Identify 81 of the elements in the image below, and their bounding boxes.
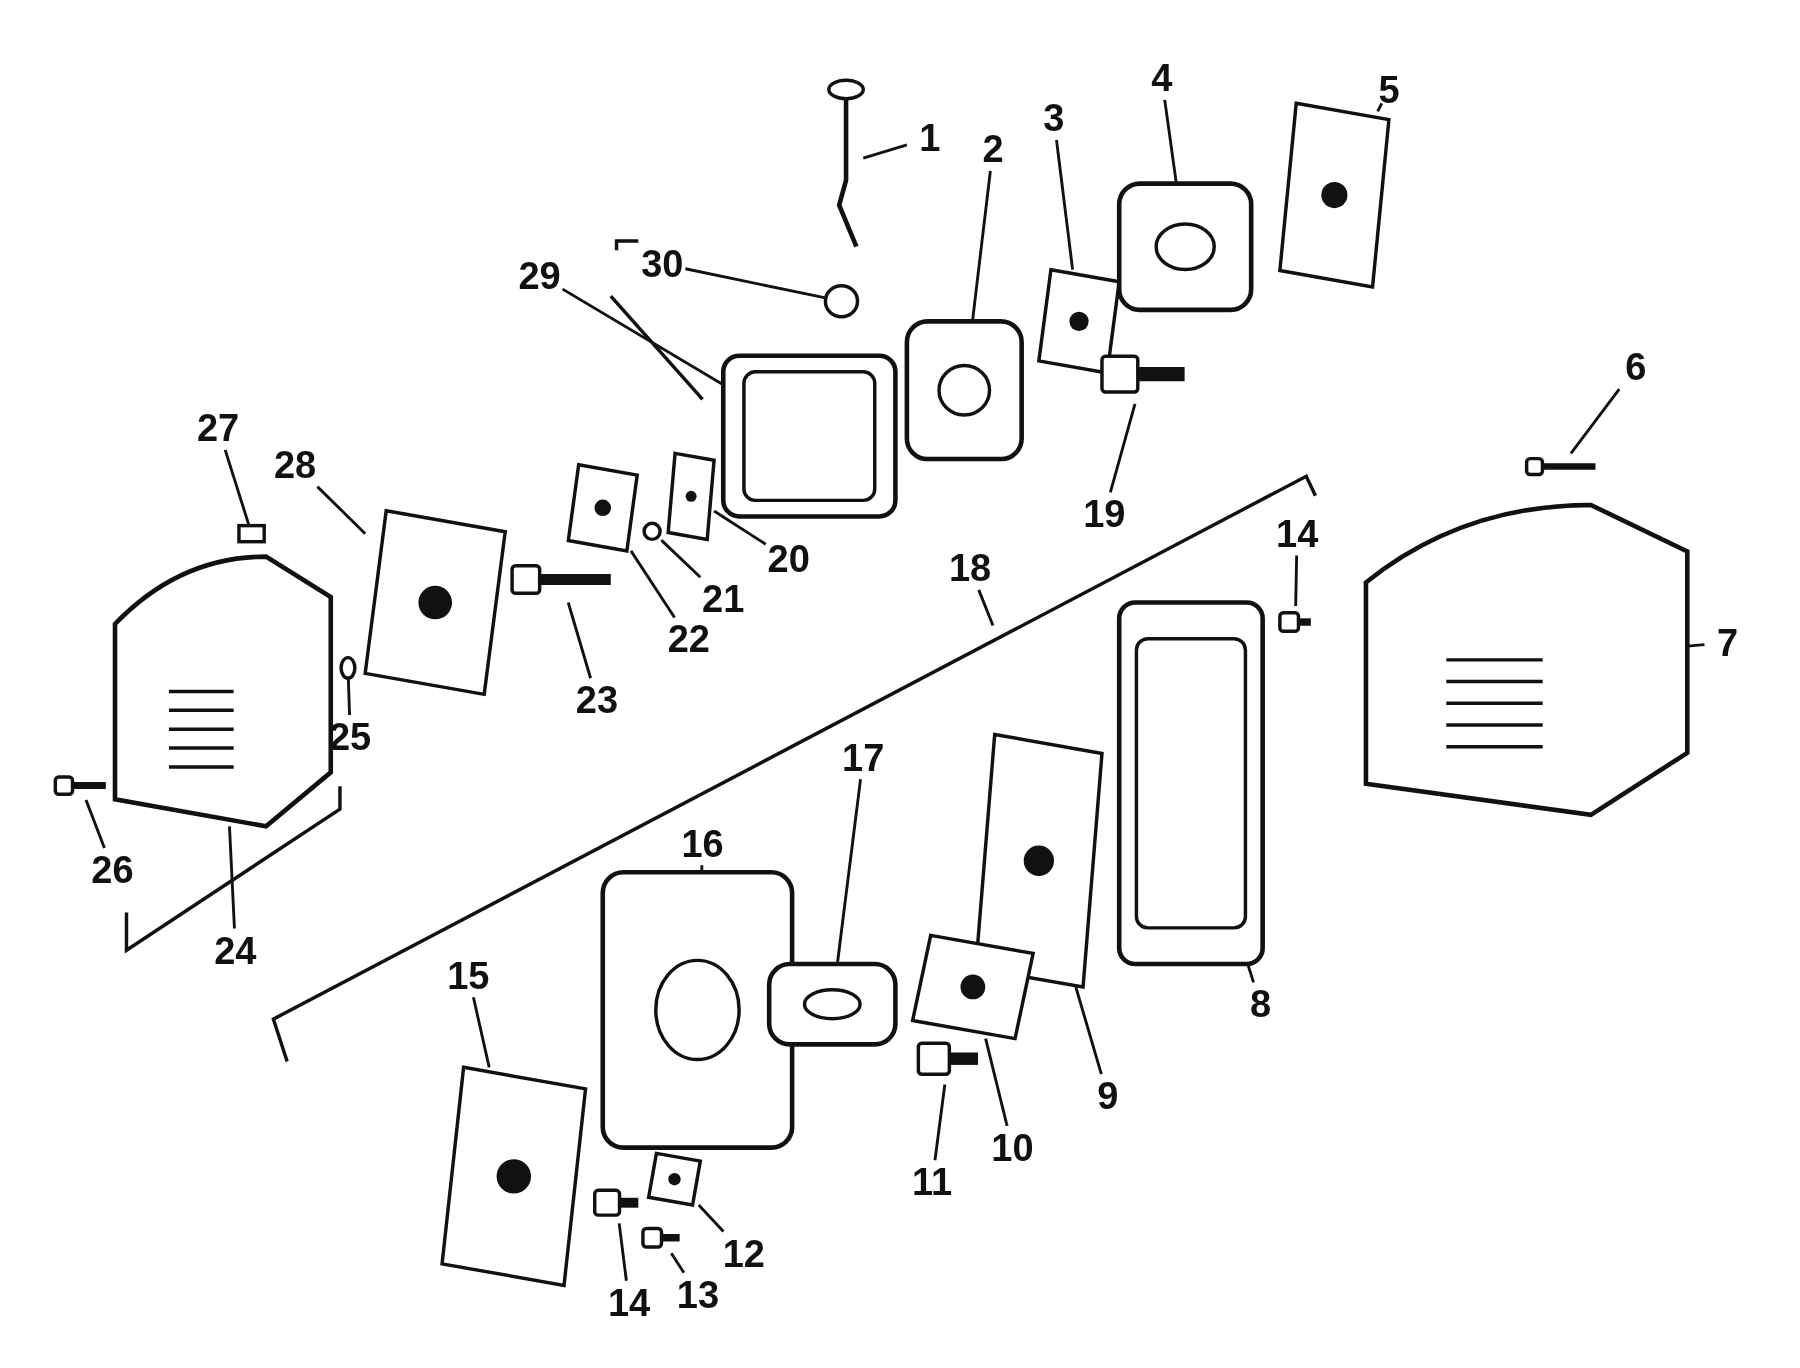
plate-drawing bbox=[440, 1065, 588, 1288]
callout-number: 1 bbox=[919, 118, 941, 157]
callout-number: 19 bbox=[1083, 495, 1126, 534]
screw-drawing bbox=[1524, 456, 1596, 477]
leader-line bbox=[933, 1084, 947, 1161]
callout-number: 9 bbox=[1097, 1077, 1119, 1116]
insulator-drawing bbox=[1116, 181, 1254, 313]
callout-number: 17 bbox=[842, 738, 885, 777]
filter-element-drawing bbox=[363, 508, 508, 697]
callout-number: 24 bbox=[214, 931, 257, 970]
callout-number: 27 bbox=[196, 409, 240, 448]
plate-drawing bbox=[666, 451, 716, 542]
callout-number: 14 bbox=[1276, 514, 1319, 553]
leader-line bbox=[629, 550, 676, 619]
leader-line bbox=[566, 602, 592, 679]
o-ring-drawing bbox=[339, 655, 357, 680]
leader-line bbox=[1569, 388, 1621, 455]
muffler-case-drawing bbox=[1116, 600, 1265, 967]
leader-line bbox=[84, 799, 106, 849]
leader-line bbox=[697, 1204, 725, 1233]
leader-line bbox=[617, 1223, 628, 1281]
nut-drawing bbox=[642, 521, 662, 542]
leader-line bbox=[1376, 102, 1384, 112]
gasket-drawing bbox=[973, 732, 1104, 989]
muffler-drawing bbox=[600, 869, 795, 1150]
callout-number: 25 bbox=[329, 718, 372, 756]
callout-number: 2 bbox=[982, 130, 1004, 169]
callout-number: 30 bbox=[641, 245, 684, 283]
leader-line bbox=[713, 509, 767, 546]
pad-drawing bbox=[237, 523, 266, 544]
leader-line bbox=[660, 539, 702, 579]
bolt-drawing bbox=[510, 564, 611, 596]
callout-number: 22 bbox=[667, 620, 710, 659]
callout-number: 15 bbox=[447, 956, 490, 995]
cover-drawing bbox=[1363, 502, 1690, 818]
callout-number: 18 bbox=[948, 549, 992, 588]
callout-number: 13 bbox=[676, 1275, 720, 1314]
air-cleaner-case-drawing bbox=[720, 353, 898, 519]
callout-number: 7 bbox=[1717, 623, 1739, 662]
callout-number: 8 bbox=[1249, 985, 1271, 1024]
gasket-drawing bbox=[1278, 101, 1391, 289]
callout-number: 6 bbox=[1625, 348, 1647, 387]
callout-number: 21 bbox=[702, 580, 745, 619]
plate-drawing bbox=[910, 933, 1036, 1041]
callout-number: 4 bbox=[1151, 59, 1173, 98]
callout-number: 12 bbox=[722, 1234, 765, 1273]
callout-number: 28 bbox=[273, 445, 317, 484]
bolt-drawing bbox=[1100, 354, 1185, 394]
choke-rod-drawing bbox=[827, 78, 865, 248]
leader-line bbox=[1055, 139, 1075, 270]
leader-line bbox=[670, 1252, 686, 1274]
callout-number: 26 bbox=[91, 851, 134, 890]
callout-number: 16 bbox=[681, 824, 724, 863]
leader-line bbox=[228, 826, 236, 929]
plate-drawing bbox=[646, 1151, 703, 1208]
callout-number: 23 bbox=[575, 681, 619, 720]
gasket-drawing bbox=[1036, 267, 1122, 375]
plate-drawing bbox=[566, 462, 640, 553]
carburetor-drawing bbox=[904, 319, 1024, 462]
leader-line bbox=[1294, 555, 1299, 606]
bolt-drawing bbox=[916, 1041, 979, 1076]
leader-line bbox=[977, 589, 995, 626]
exhaust-pipe-drawing bbox=[766, 961, 898, 1047]
callout-number: 10 bbox=[991, 1128, 1034, 1167]
leader-line bbox=[1108, 403, 1137, 493]
screw-drawing bbox=[593, 1188, 639, 1217]
leader-line bbox=[862, 143, 908, 160]
grommet-drawing bbox=[823, 284, 860, 319]
leader-line bbox=[316, 485, 367, 535]
callout-number: 3 bbox=[1043, 99, 1065, 138]
leader-line bbox=[346, 679, 351, 716]
leader-line bbox=[472, 997, 491, 1068]
callout-number: 14 bbox=[607, 1283, 651, 1322]
callout-number: 5 bbox=[1378, 70, 1400, 109]
callout-number: 20 bbox=[767, 540, 810, 579]
callout-number: 11 bbox=[912, 1163, 953, 1202]
air-cleaner-cover-drawing bbox=[112, 554, 334, 829]
leader-line bbox=[685, 267, 825, 300]
leader-line bbox=[984, 1038, 1009, 1127]
callout-number: 29 bbox=[518, 256, 561, 295]
leader-line bbox=[1074, 986, 1103, 1075]
